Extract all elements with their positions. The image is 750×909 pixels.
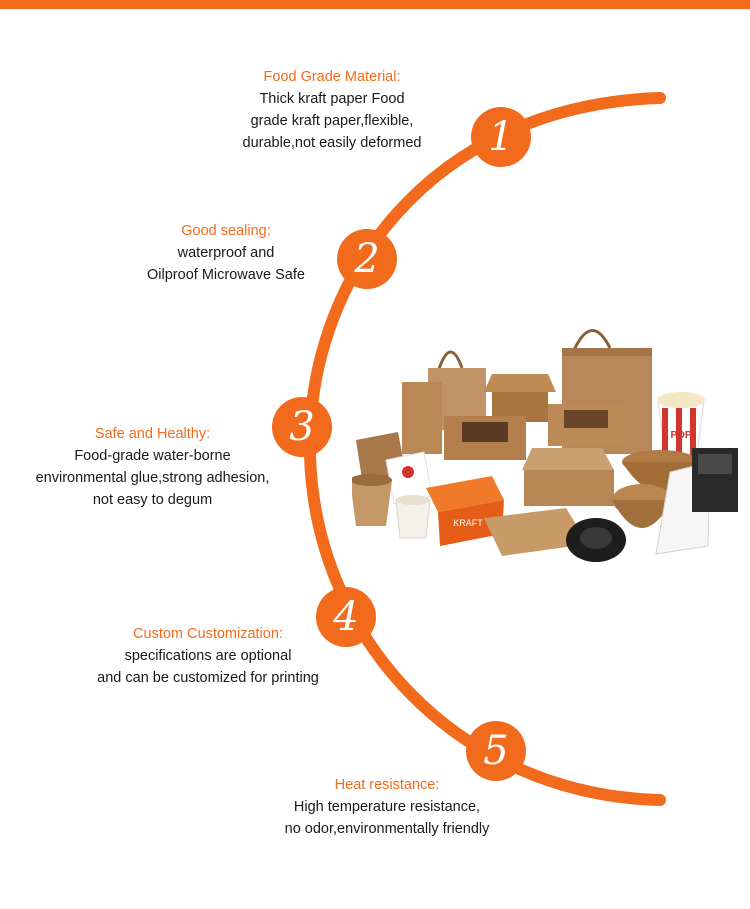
number-badge-2: 2	[337, 229, 397, 289]
feature-line: environmental glue,strong adhesion,	[35, 470, 270, 486]
feature-line: no odor,environmentally friendly	[284, 821, 490, 837]
number-badge-3: 3	[272, 397, 332, 457]
feature-title: Food Grade Material:	[263, 69, 401, 85]
feature-title: Heat resistance:	[334, 777, 440, 793]
popcorn-box-label: POP	[670, 430, 691, 441]
feature-line: not easy to degum	[92, 492, 213, 508]
feature-food-grade: Food Grade Material: Thick kraft paper F…	[222, 66, 442, 154]
feature-line: High temperature resistance,	[293, 799, 481, 815]
feature-line: Oilproof Microwave Safe	[147, 267, 305, 283]
feature-sealing: Good sealing: waterproof and Oilproof Mi…	[116, 220, 336, 286]
top-accent-bar	[0, 0, 750, 9]
feature-line: and can be customized for printing	[97, 670, 319, 686]
feature-line: specifications are optional	[124, 648, 292, 664]
feature-customization: Custom Customization: specifications are…	[68, 623, 348, 689]
feature-line: Thick kraft paper Food	[259, 91, 405, 107]
number-badge-1: 1	[471, 107, 531, 167]
feature-title: Safe and Healthy:	[94, 426, 211, 442]
orange-box-label: KRAFT	[453, 518, 483, 528]
feature-line: grade kraft paper,flexible,	[250, 113, 414, 129]
feature-heat-resistance: Heat resistance: High temperature resist…	[262, 774, 512, 840]
feature-safe-healthy: Safe and Healthy: Food-grade water-borne…	[10, 423, 295, 511]
feature-title: Custom Customization:	[133, 626, 283, 642]
feature-line: durable,not easily deformed	[242, 135, 422, 151]
feature-line: Food-grade water-borne	[74, 448, 231, 464]
number-badge-5: 5	[466, 721, 526, 781]
number-badge-4: 4	[316, 587, 376, 647]
feature-line: waterproof and	[177, 245, 275, 261]
kraft-packaging-products-image: POP KRAFT	[352, 329, 738, 562]
feature-title: Good sealing:	[181, 223, 271, 239]
